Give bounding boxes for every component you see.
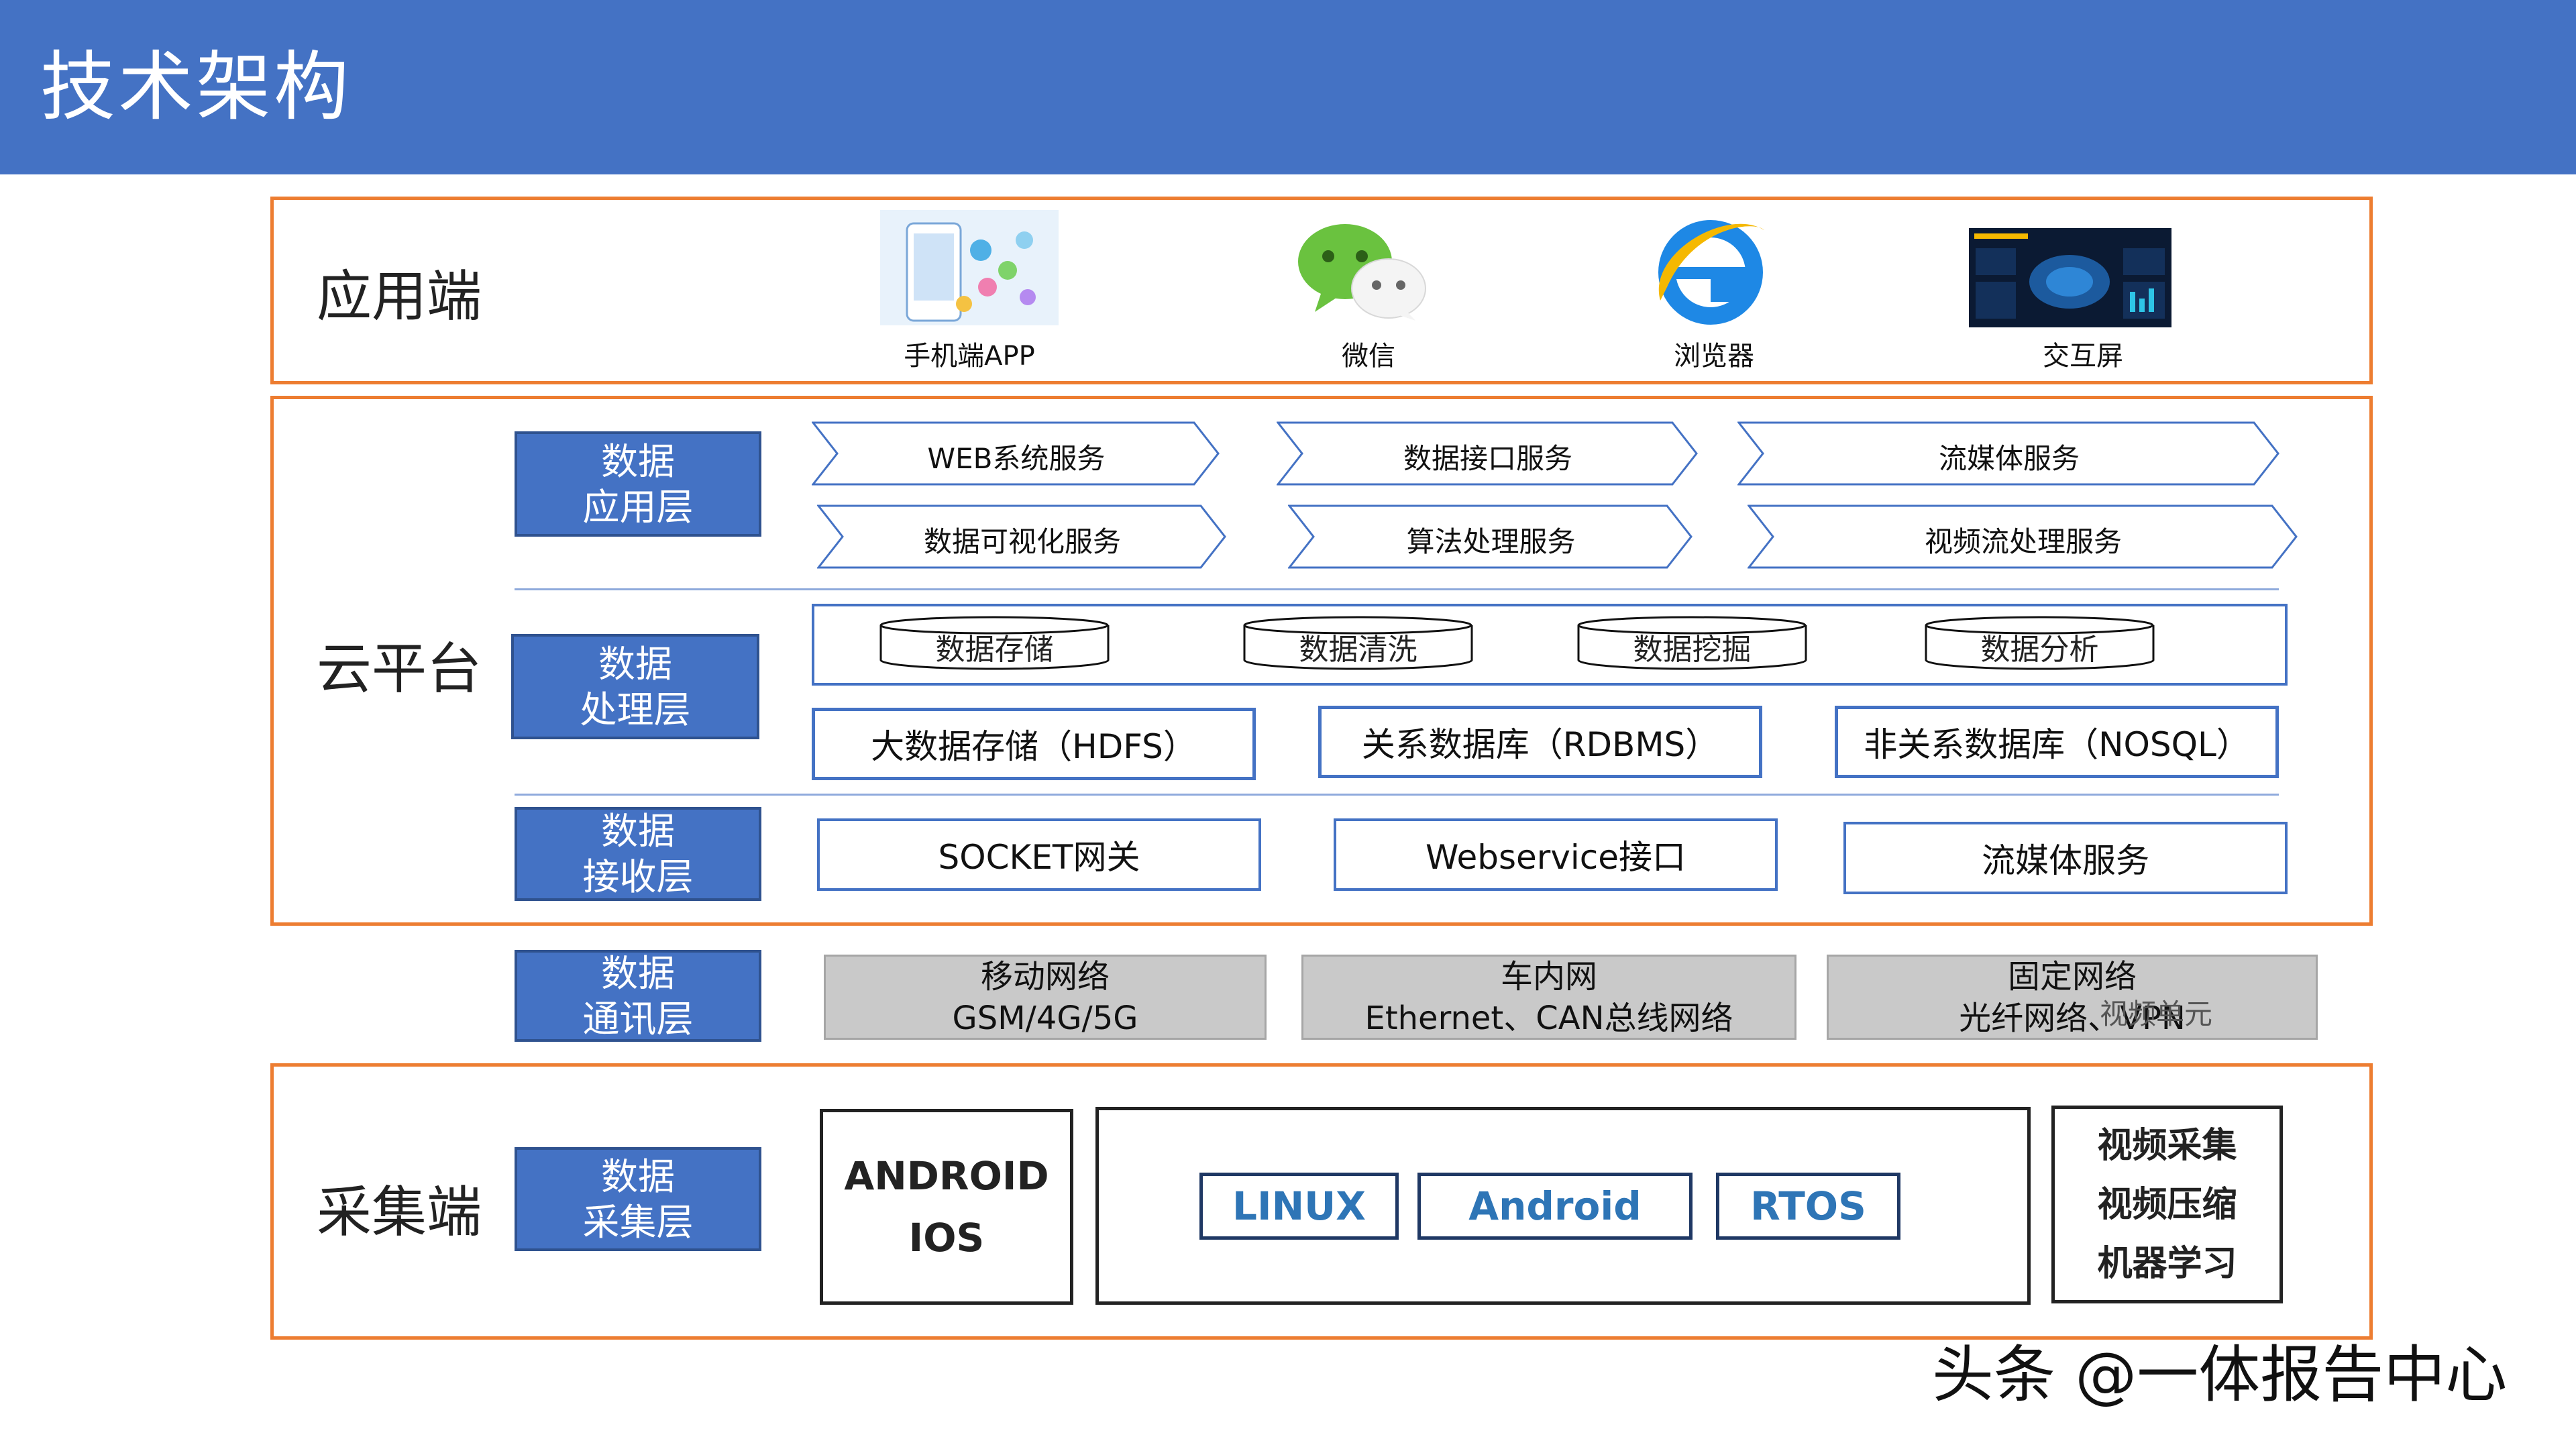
app-item-label-phone: 手机端APP [904, 341, 1035, 372]
storage-nosql: 非关系数据库（NOSQL） [1835, 706, 2279, 778]
cylinder-label: 数据分析 [1980, 633, 2099, 667]
app-section [270, 197, 2373, 384]
service-chevron-algorithm: 算法处理服务 [1288, 504, 1694, 569]
collect-section [270, 1063, 2373, 1340]
layer-line-1: 数据 [600, 439, 675, 483]
network-overlay-text: 视频单元 [2100, 998, 2213, 1030]
service-label: 流媒体服务 [1938, 442, 2080, 475]
cloud-section [270, 396, 2373, 926]
phone-app-icon [880, 210, 1059, 325]
layer-line-2: 采集层 [582, 1200, 694, 1244]
cylinder-label: 数据挖掘 [1633, 633, 1752, 667]
receiving-streaming: 流媒体服务 [1843, 822, 2288, 894]
mobile-os-box: ANDROID IOS [820, 1109, 1073, 1305]
layer-line-1: 数据 [598, 642, 672, 686]
storage-hdfs: 大数据存储（HDFS） [812, 708, 1256, 780]
service-label: 算法处理服务 [1406, 525, 1576, 558]
service-chevron-web: WEB系统服务 [812, 421, 1221, 486]
layer-line-1: 数据 [600, 810, 675, 853]
page-title: 技术架构 [40, 44, 352, 131]
cylinder-label: 数据存储 [935, 633, 1054, 667]
video-capture-label: 视频采集 [2097, 1125, 2237, 1166]
service-label: 数据接口服务 [1403, 442, 1572, 475]
layer-divider [515, 794, 2279, 796]
service-label: WEB系统服务 [927, 442, 1106, 475]
layer-label-application: 数据 应用层 [515, 431, 761, 537]
cylinder-label: 数据清洗 [1299, 633, 1417, 667]
network-title: 固定网络 [2007, 957, 2137, 996]
os-ios-label: IOS [908, 1215, 985, 1260]
layer-divider [515, 588, 2279, 590]
layer-line-2: 处理层 [580, 688, 691, 731]
os-android: Android [1417, 1173, 1693, 1240]
video-compress-label: 视频压缩 [2097, 1184, 2237, 1225]
network-fixed: 固定网络 光纤网络、VPN [1827, 955, 2318, 1040]
service-chevron-streaming: 流媒体服务 [1737, 421, 2281, 486]
collect-section-label: 采集端 [317, 1181, 482, 1244]
layer-line-1: 数据 [600, 951, 675, 995]
layer-line-2: 通讯层 [582, 997, 694, 1040]
app-item-label-browser: 浏览器 [1674, 341, 1754, 372]
layer-line-2: 接收层 [582, 855, 694, 898]
cylinder-storage: 数据存储 [879, 616, 1110, 671]
app-item-label-wechat: 微信 [1342, 341, 1395, 372]
layer-line-1: 数据 [600, 1155, 675, 1198]
cylinder-analysis: 数据分析 [1924, 616, 2155, 671]
watermark-text: 头条 @一体报告中心 [1932, 1339, 2508, 1411]
receiving-socket-gateway: SOCKET网关 [817, 818, 1261, 891]
network-detail: GSM/4G/5G [952, 999, 1138, 1037]
os-rtos: RTOS [1716, 1173, 1900, 1240]
dashboard-screen-icon [1969, 228, 2171, 327]
network-title: 车内网 [1500, 957, 1597, 996]
service-label: 数据可视化服务 [923, 525, 1121, 558]
machine-learning-label: 机器学习 [2097, 1243, 2237, 1284]
layer-label-communication: 数据 通讯层 [515, 950, 761, 1042]
service-chevron-video-stream: 视频流处理服务 [1748, 504, 2299, 569]
layer-label-processing: 数据 处理层 [511, 634, 759, 739]
service-label: 视频流处理服务 [1924, 525, 2122, 558]
wechat-icon [1295, 221, 1429, 322]
cylinder-cleaning: 数据清洗 [1242, 616, 1474, 671]
cloud-section-label: 云平台 [317, 637, 482, 701]
layer-line-2: 应用层 [582, 485, 694, 529]
header-bar [0, 0, 2576, 174]
video-functions-box: 视频采集 视频压缩 机器学习 [2051, 1106, 2283, 1303]
os-linux: LINUX [1199, 1173, 1399, 1240]
os-android-label: ANDROID [844, 1153, 1049, 1199]
storage-rdbms: 关系数据库（RDBMS） [1318, 706, 1762, 778]
network-in-vehicle: 车内网 Ethernet、CAN总线网络 [1301, 955, 1796, 1040]
network-detail: 光纤网络、VPN [1959, 999, 2186, 1037]
app-item-label-screen: 交互屏 [2043, 341, 2123, 372]
ie-browser-icon [1647, 213, 1774, 329]
layer-label-collection: 数据 采集层 [515, 1147, 761, 1251]
service-chevron-visualization: 数据可视化服务 [817, 504, 1228, 569]
app-section-label: 应用端 [317, 265, 482, 329]
network-mobile: 移动网络 GSM/4G/5G [824, 955, 1267, 1040]
layer-label-receiving: 数据 接收层 [515, 807, 761, 901]
network-detail: Ethernet、CAN总线网络 [1364, 999, 1733, 1037]
service-chevron-interface: 数据接口服务 [1277, 421, 1699, 486]
cylinder-mining: 数据挖掘 [1576, 616, 1808, 671]
network-title: 移动网络 [980, 957, 1110, 996]
receiving-webservice: Webservice接口 [1334, 818, 1778, 891]
